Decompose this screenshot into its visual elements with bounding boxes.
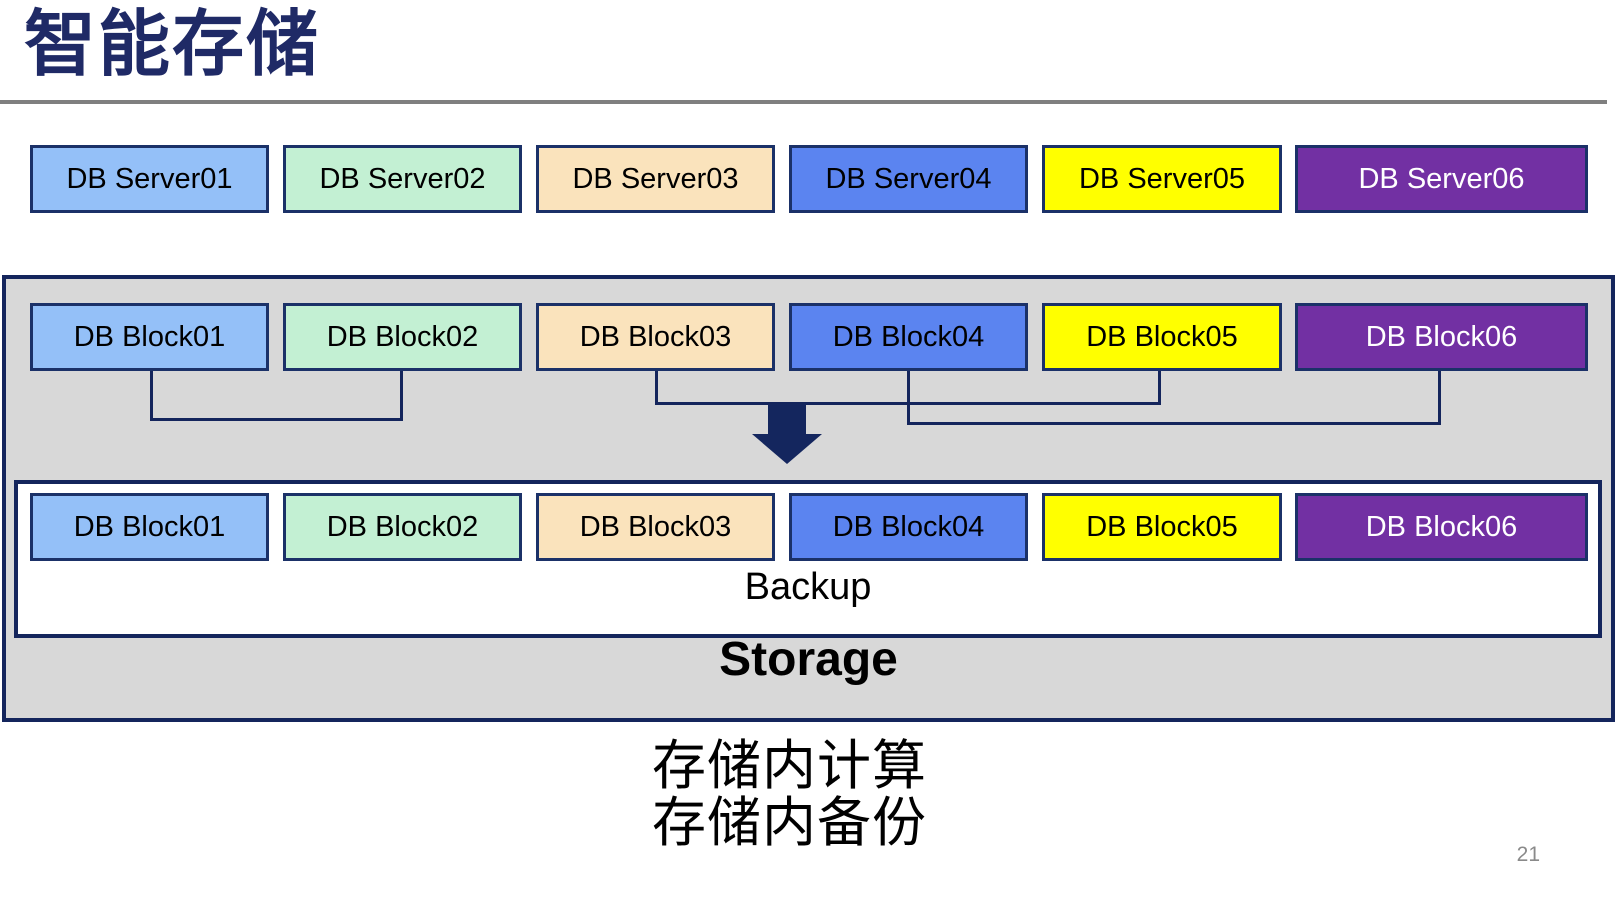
storage-label: Storage <box>719 633 898 686</box>
db-server-06: DB Server06 <box>1295 145 1588 213</box>
db-block-04-upper: DB Block04 <box>789 303 1028 371</box>
caption-line-compute: 存储内计算 <box>652 736 927 796</box>
caption-line-backup: 存储内备份 <box>652 792 927 853</box>
db-block-03-upper: DB Block03 <box>536 303 775 371</box>
connector-block01-block02 <box>150 371 403 421</box>
page-title: 智能存储 <box>24 5 321 85</box>
db-server-04: DB Server04 <box>789 145 1028 213</box>
db-block-06-lower: DB Block06 <box>1295 493 1588 561</box>
db-block-02-lower: DB Block02 <box>283 493 522 561</box>
db-block-01-lower: DB Block01 <box>30 493 269 561</box>
connector-block04-block06 <box>907 371 1441 425</box>
db-block-04-lower: DB Block04 <box>789 493 1028 561</box>
backup-label: Backup <box>744 566 872 608</box>
caption-text: 存储内计算 存储内备份 <box>652 738 927 851</box>
down-arrow-head-icon <box>752 434 822 464</box>
db-server-05: DB Server05 <box>1042 145 1282 213</box>
down-arrow-icon <box>768 404 806 435</box>
db-block-03-lower: DB Block03 <box>536 493 775 561</box>
db-block-06-upper: DB Block06 <box>1295 303 1588 371</box>
title-divider <box>0 100 1607 104</box>
db-block-05-upper: DB Block05 <box>1042 303 1282 371</box>
db-server-01: DB Server01 <box>30 145 269 213</box>
db-block-01-upper: DB Block01 <box>30 303 269 371</box>
db-block-02-upper: DB Block02 <box>283 303 522 371</box>
db-server-03: DB Server03 <box>536 145 775 213</box>
db-server-02: DB Server02 <box>283 145 522 213</box>
db-block-05-lower: DB Block05 <box>1042 493 1282 561</box>
page-number: 21 <box>1516 843 1540 866</box>
